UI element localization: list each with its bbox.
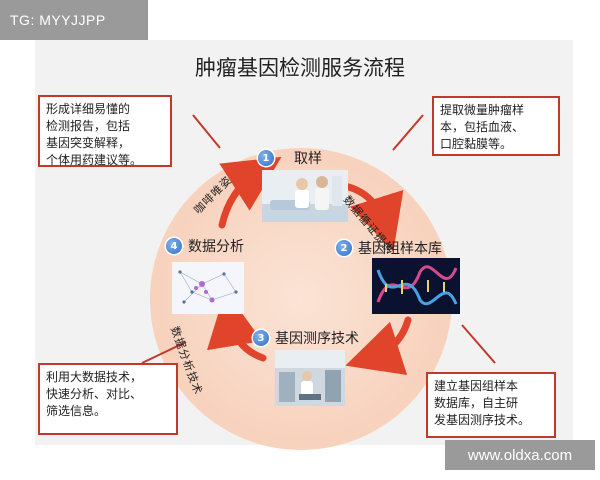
step-label: 基因组样本库 <box>358 241 442 257</box>
callout-line-top-left <box>192 114 221 149</box>
step-number-badge: 4 <box>166 238 182 254</box>
network-graph-image <box>172 262 244 314</box>
sampling-photo <box>262 170 348 222</box>
step-1-sampling: 1 取样 <box>258 148 322 168</box>
step-label: 取样 <box>294 151 322 167</box>
note-data-analysis: 利用大数据技术， 快速分析、对比、 筛选信息。 <box>38 363 178 435</box>
sequencing-lab-photo <box>275 350 345 406</box>
step-3-sequencing: 3 基因测序技术 <box>253 328 359 348</box>
diagram-title: 肿瘤基因检测服务流程 <box>195 56 405 80</box>
step-label: 数据分析 <box>188 239 244 255</box>
step-number-badge: 3 <box>253 330 269 346</box>
note-report: 形成详细易懂的 检测报告，包括 基因突变解释， 个体用药建议等。 <box>38 95 172 167</box>
step-number-badge: 2 <box>336 240 352 256</box>
note-sampling: 提取微量肿瘤样 本，包括血液、 口腔黏膜等。 <box>432 96 560 156</box>
step-2-biobank: 2 基因组样本库 <box>336 238 442 258</box>
arrow-biobank-to-sequencing <box>345 316 412 376</box>
arrow-analysis-to-sample <box>218 156 282 229</box>
callout-line-bottom-right <box>461 324 496 364</box>
arrow-sequencing-to-analysis <box>206 290 267 362</box>
step-label: 基因测序技术 <box>275 331 359 347</box>
step-4-analysis: 4 数据分析 <box>166 236 244 256</box>
note-biobank: 建立基因组样本 数据库，自主研 发基因测序技术。 <box>426 372 556 438</box>
watermark-top-left: TG: MYYJJPP <box>0 0 148 40</box>
callout-line-top-right <box>392 114 424 151</box>
step-number-badge: 1 <box>258 150 274 166</box>
dna-helix-image <box>372 258 460 314</box>
arrow-sample-to-biobank <box>341 182 404 252</box>
callout-line-bottom-left <box>141 341 187 364</box>
watermark-bottom-right: www.oldxa.com <box>445 440 595 470</box>
